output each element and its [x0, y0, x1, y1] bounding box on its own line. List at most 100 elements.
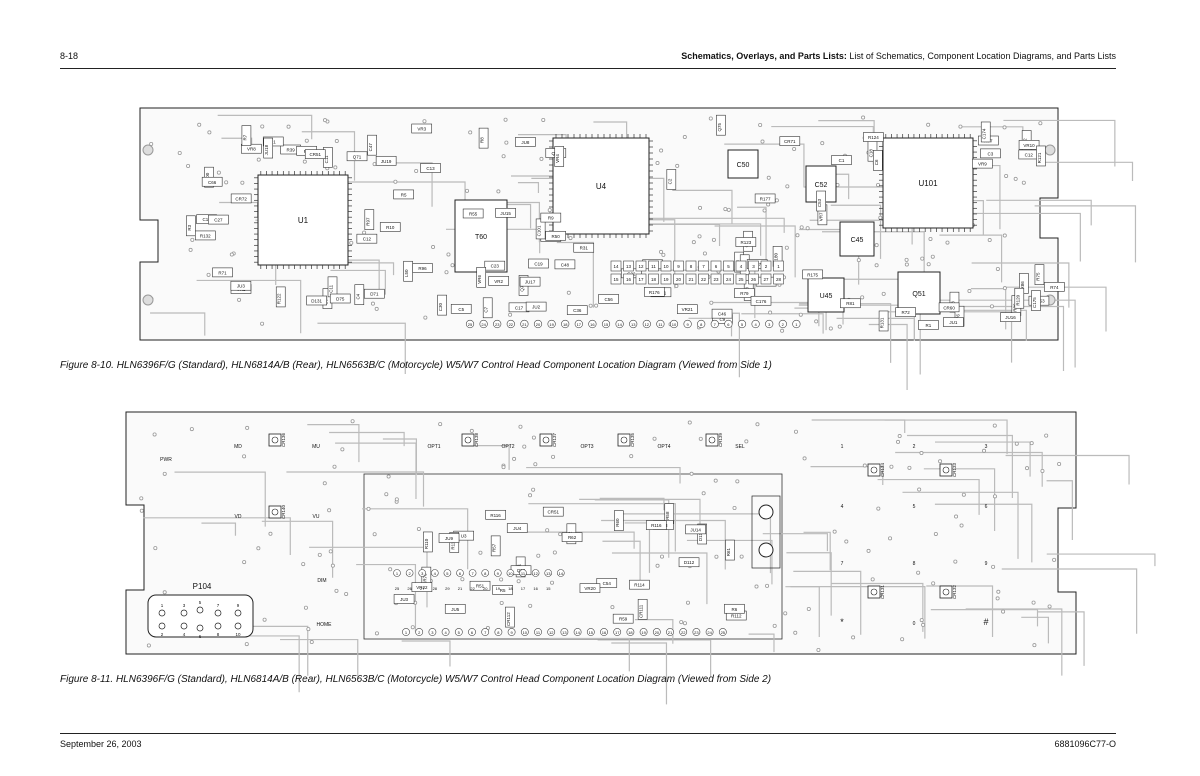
- component-r72: [895, 307, 916, 317]
- via: [793, 630, 798, 635]
- edge-pad: [402, 628, 410, 636]
- component-r132: [195, 230, 216, 241]
- component-r120: [1014, 287, 1025, 309]
- crystal-outline: [751, 495, 781, 569]
- pin-number: 7: [484, 630, 487, 635]
- via: [701, 491, 706, 496]
- via: [146, 643, 151, 648]
- edge-pad: [520, 319, 529, 329]
- via: [888, 536, 893, 541]
- trace: [335, 442, 417, 499]
- component-label: C47: [368, 143, 373, 152]
- component-l50: [403, 260, 413, 282]
- p104-pin-number: 1: [161, 603, 164, 608]
- via: [349, 240, 354, 245]
- trace: [611, 552, 708, 605]
- trace: [280, 638, 359, 680]
- via: [682, 135, 687, 140]
- trace: [971, 262, 1070, 308]
- trace: [1003, 119, 1116, 167]
- component-r5: [393, 189, 414, 200]
- via: [900, 637, 905, 642]
- via: [795, 233, 800, 238]
- pin-number: 1: [405, 630, 408, 635]
- trace: [634, 619, 674, 644]
- via: [992, 494, 997, 499]
- pin-number: 4: [740, 264, 743, 269]
- via: [889, 464, 894, 469]
- trace: [803, 531, 831, 571]
- via: [945, 240, 950, 245]
- mounting-hole: [142, 294, 154, 306]
- trace: [939, 234, 1003, 283]
- via: [784, 245, 789, 250]
- via: [177, 150, 182, 155]
- via: [350, 419, 355, 424]
- via: [714, 554, 719, 559]
- pin-number: 5: [446, 571, 449, 576]
- keypad-label: 6: [985, 504, 988, 510]
- via: [558, 532, 563, 537]
- pin-number: 16: [626, 277, 632, 282]
- via: [1044, 433, 1049, 438]
- component-label: C3: [988, 151, 994, 156]
- via: [372, 532, 377, 537]
- via: [260, 124, 265, 129]
- component-label: R61: [726, 547, 731, 556]
- pin-number: 20: [536, 322, 541, 327]
- edge-pad: [639, 628, 648, 636]
- component-label: JU4: [513, 526, 521, 531]
- pin-number: 21: [458, 586, 463, 591]
- via: [1013, 176, 1018, 181]
- trace: [831, 582, 924, 632]
- component-r31: [573, 242, 595, 253]
- component-r75: [1034, 264, 1045, 285]
- connector-pad: [660, 273, 672, 285]
- edge-pad: [613, 628, 622, 636]
- p104-pin: [196, 606, 204, 614]
- pin-number: 21: [668, 630, 673, 635]
- pin-number: 24: [481, 322, 486, 327]
- pin-number: 2: [765, 264, 768, 269]
- component-label: C11: [324, 155, 329, 163]
- via: [805, 226, 810, 231]
- via: [698, 436, 703, 441]
- component-label: R7: [242, 134, 247, 140]
- keypad-label: #: [983, 617, 988, 627]
- trace: [906, 434, 1013, 498]
- component-c46: [711, 308, 733, 319]
- chip-label: T60: [475, 234, 487, 241]
- p104-pin: [158, 622, 166, 630]
- component-label: C176: [756, 299, 767, 304]
- via: [652, 436, 657, 441]
- pin-number: 22: [509, 322, 514, 327]
- component-q71: [346, 151, 368, 162]
- component-ju2: [525, 301, 547, 312]
- component-r177: [754, 193, 776, 204]
- edge-pad: [697, 319, 706, 329]
- pad: [519, 569, 527, 577]
- component-label: R57: [492, 543, 497, 552]
- via: [478, 550, 483, 555]
- p104-pin-number: 7: [217, 603, 220, 608]
- pin-number: 1: [795, 322, 798, 327]
- component-label: R6: [732, 607, 738, 612]
- key-label-vu: VU: [313, 514, 320, 520]
- key-label-opt3: OPT3: [580, 444, 593, 450]
- edge-pad: [751, 319, 760, 329]
- trace: [301, 131, 356, 181]
- key-label-sel: SEL: [735, 444, 745, 450]
- component-ju16: [1000, 312, 1021, 322]
- via: [702, 251, 707, 256]
- via: [685, 600, 690, 605]
- p104-pin: [180, 622, 188, 630]
- component-label: CR51: [547, 510, 559, 515]
- trace: [724, 143, 805, 188]
- via: [1040, 469, 1045, 474]
- via: [516, 579, 521, 584]
- via: [139, 496, 144, 501]
- pin-number: 28: [776, 277, 782, 282]
- pin-number: 4: [434, 571, 437, 576]
- trace: [986, 199, 1092, 226]
- component-r121: [1036, 145, 1046, 167]
